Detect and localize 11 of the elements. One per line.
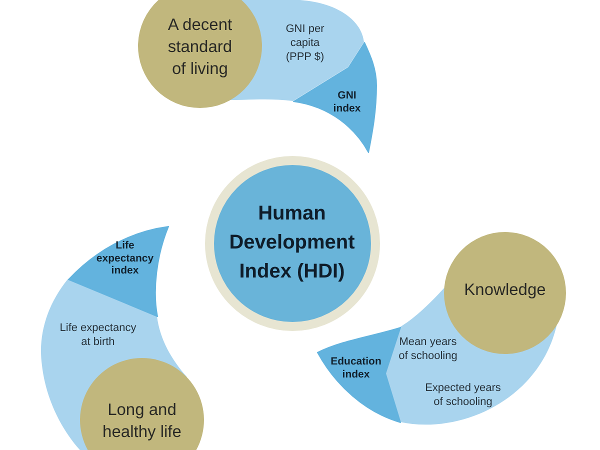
dimension-label: Long and healthy life bbox=[102, 400, 182, 443]
dimension-label: A decent standard of living bbox=[166, 15, 234, 80]
index-label: GNI index bbox=[332, 90, 362, 114]
indicator-label: Mean years of schooling bbox=[398, 335, 458, 363]
dimension-label: Knowledge bbox=[463, 280, 547, 301]
index-label: Life expectancy index bbox=[95, 239, 155, 277]
hdi-label: Human Development Index (HDI) bbox=[228, 202, 356, 284]
indicator-label: Life expectancy at birth bbox=[58, 321, 138, 349]
indicator-label: GNI per capita (PPP $) bbox=[284, 22, 326, 64]
index-label: Education index bbox=[330, 356, 382, 380]
indicator-label: Expected years of schooling bbox=[424, 381, 502, 409]
